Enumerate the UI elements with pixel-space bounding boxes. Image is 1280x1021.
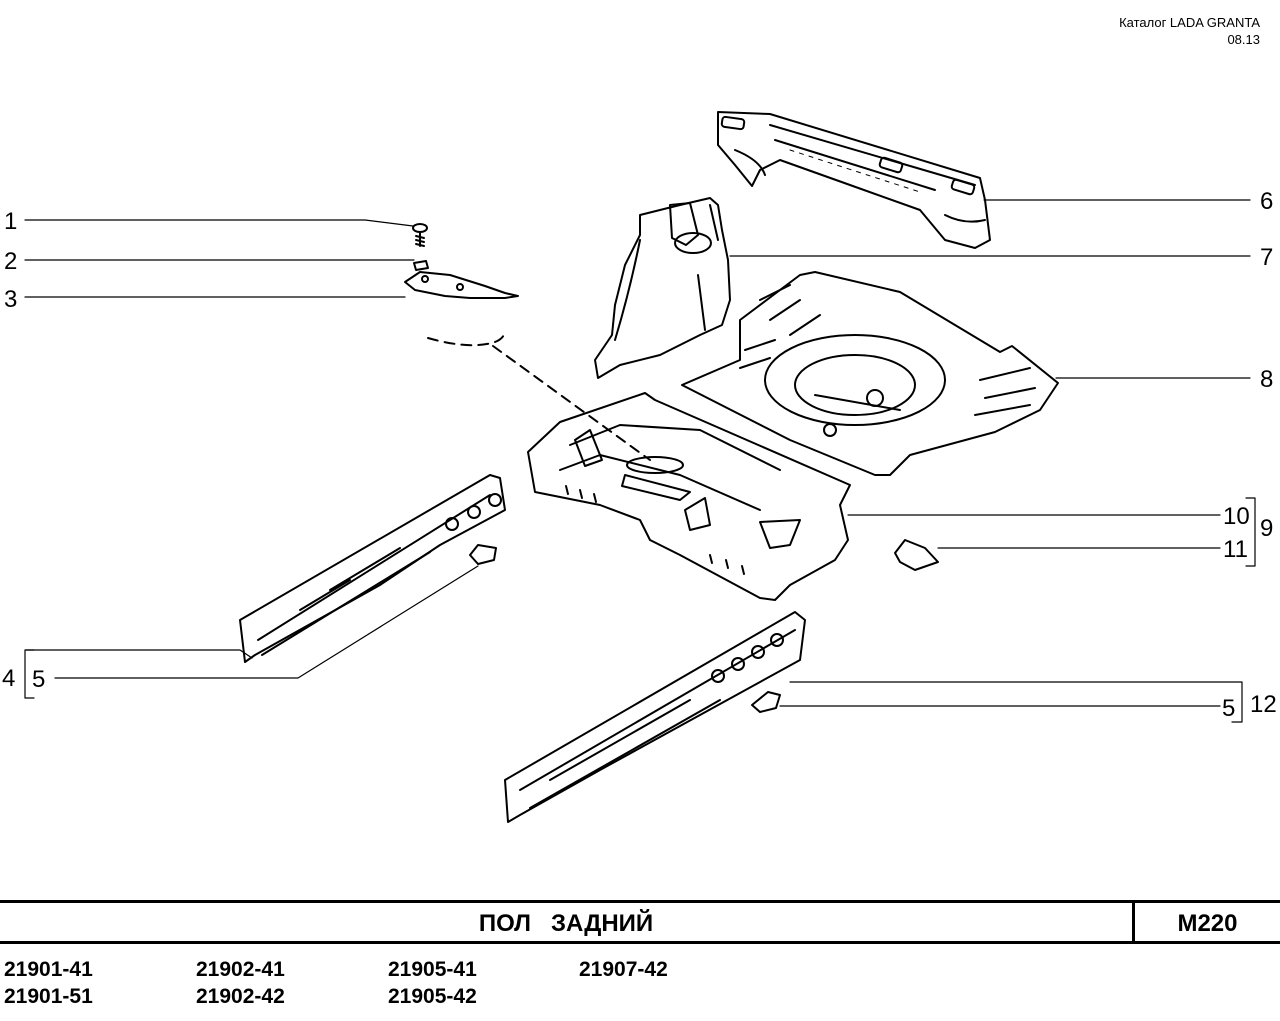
callout-6: 6 bbox=[1260, 188, 1273, 215]
part-rear-panel bbox=[717, 111, 991, 249]
part-bracket-left bbox=[469, 544, 497, 565]
code-cell: M220 bbox=[1132, 903, 1280, 941]
callout-4: 4 bbox=[2, 665, 15, 692]
callout-7: 7 bbox=[1260, 244, 1273, 271]
callout-12: 12 bbox=[1250, 691, 1277, 718]
callout-8: 8 bbox=[1260, 366, 1273, 393]
callout-11: 11 bbox=[1223, 536, 1248, 563]
part-left-side-member bbox=[239, 474, 506, 663]
catalog-date: 08.13 bbox=[1227, 32, 1260, 47]
part-wheel-arch-panel bbox=[594, 197, 731, 379]
model-list: 21901-41 21902-41 21905-41 21907-42 2190… bbox=[0, 948, 1280, 1018]
callout-5-right: 5 bbox=[1222, 695, 1235, 722]
model-code: 21901-51 bbox=[4, 985, 93, 1008]
part-nut bbox=[413, 260, 429, 271]
callout-1: 1 bbox=[4, 208, 17, 235]
catalog-header: Каталог LADA GRANTA 08.13 bbox=[1119, 14, 1260, 48]
model-code: 21902-42 bbox=[196, 985, 285, 1008]
callout-2: 2 bbox=[4, 248, 17, 275]
callout-10: 10 bbox=[1223, 503, 1250, 530]
model-code: 21902-41 bbox=[196, 958, 285, 981]
model-code: 21907-42 bbox=[579, 958, 668, 981]
page-title: ПОЛ ЗАДНИЙ bbox=[478, 910, 654, 937]
section-code: M220 bbox=[1177, 910, 1238, 937]
callout-5-left: 5 bbox=[32, 666, 45, 693]
part-bracket-right bbox=[751, 691, 781, 713]
callout-3: 3 bbox=[4, 286, 17, 313]
part-mud-flap bbox=[404, 271, 519, 299]
parts-diagram: 1 2 3 4 5 6 7 8 9 10 11 5 12 bbox=[2, 111, 1277, 823]
model-code: 21901-41 bbox=[4, 958, 93, 981]
part-bracket-floor bbox=[894, 539, 939, 571]
model-code: 21905-42 bbox=[388, 985, 477, 1008]
part-luggage-floor bbox=[681, 271, 1059, 476]
callout-9: 9 bbox=[1260, 515, 1273, 542]
part-right-side-member bbox=[504, 611, 806, 823]
model-code: 21905-41 bbox=[388, 958, 477, 981]
part-screw bbox=[412, 223, 428, 247]
catalog-name: Каталог LADA GRANTA bbox=[1119, 15, 1260, 30]
title-bar: ПОЛ ЗАДНИЙ M220 bbox=[0, 900, 1280, 944]
part-rear-floor-panel bbox=[527, 392, 851, 601]
